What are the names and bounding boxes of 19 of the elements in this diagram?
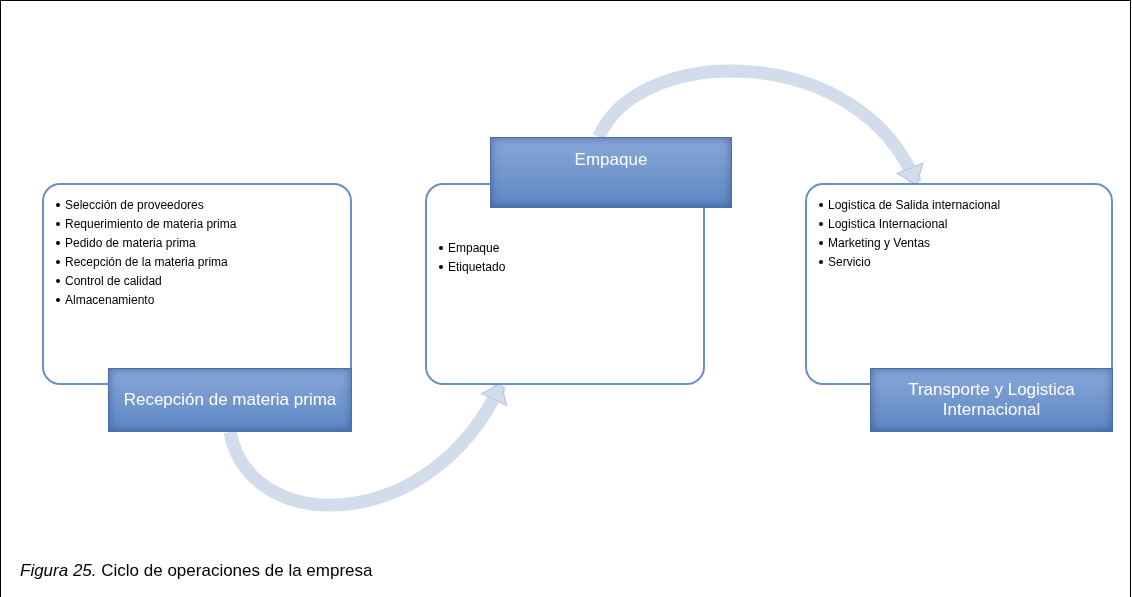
bullet-item: Empaque <box>448 240 500 256</box>
process-card <box>805 183 1113 385</box>
stage-heading-box: Transporte y Logistica Internacional <box>870 368 1113 432</box>
process-card <box>425 183 705 385</box>
bullet-item: Pedido de materia prima <box>65 235 196 251</box>
bullet-item: Almacenamiento <box>65 292 155 308</box>
bullet-item: Servicio <box>828 254 871 270</box>
bullet-item: Recepción de la materia prima <box>65 254 228 270</box>
bullet-item: Control de calidad <box>65 273 162 289</box>
stage-heading-box: Empaque <box>490 137 732 208</box>
bullet-item: Etiquetado <box>448 259 506 275</box>
process-card <box>42 183 352 385</box>
bullet-item: Selección de proveedores <box>65 197 204 213</box>
figure-caption: Figura 25. Ciclo de operaciones de la empresa <box>20 560 373 582</box>
bullet-item: Logistica Internacional <box>828 216 948 232</box>
stage-heading-box: Recepción de materia prima <box>108 368 352 432</box>
bullet-item: Marketing y Ventas <box>828 235 931 251</box>
bullet-item: Logistica de Salida internacional <box>828 197 1001 213</box>
bullet-item: Requerimiento de materia prima <box>65 216 237 232</box>
